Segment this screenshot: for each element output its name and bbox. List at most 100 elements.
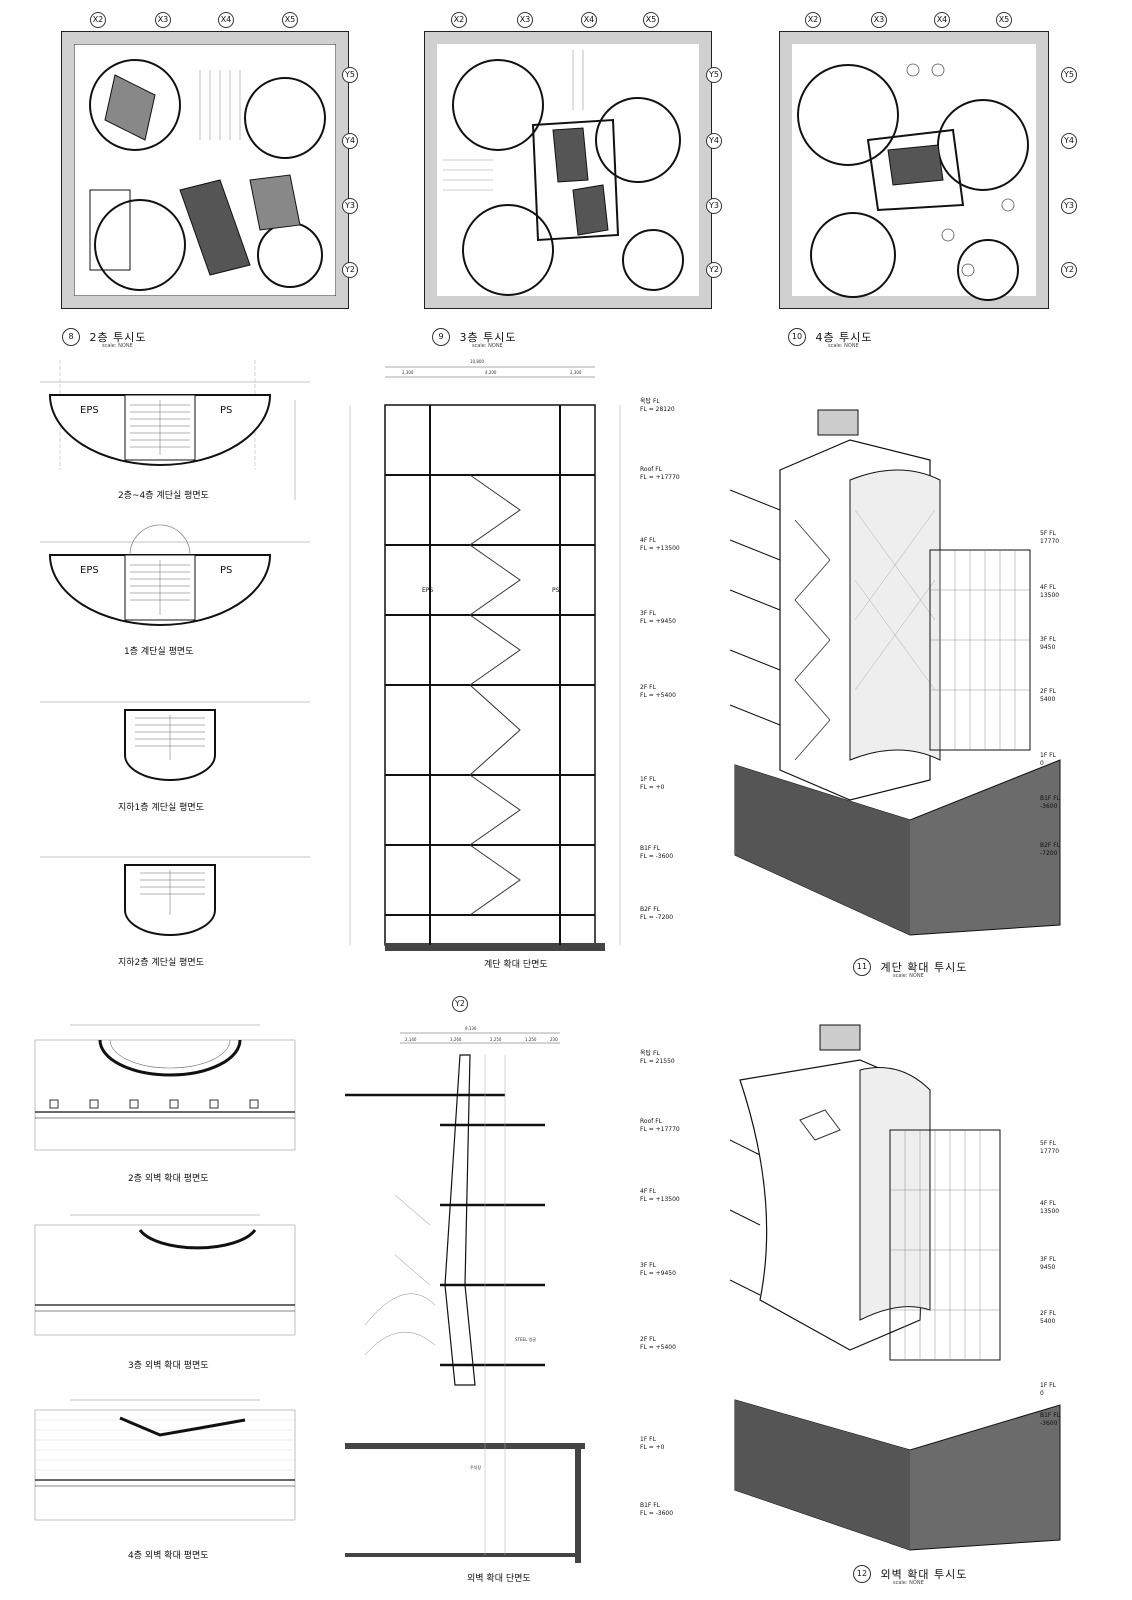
level-name: 옥탑 FL (640, 1050, 660, 1057)
level-value: FL = -3600 (640, 853, 674, 860)
level-value: FL = +13500 (640, 1196, 680, 1203)
room-label-eps: EPS (80, 405, 99, 416)
grid-y5-label: Y5 (706, 67, 722, 83)
caption-wall-axonometric: 12 외벽 확대 투시도 scale: NONE (853, 1565, 967, 1586)
level-value: 17770 (1040, 1148, 1060, 1155)
level-name: 옥탑 FL (640, 398, 660, 405)
grid-x3-label: X3 (155, 12, 171, 28)
grid-x2-label: X2 (451, 12, 467, 28)
grid-y2-label: Y2 (452, 996, 468, 1012)
drawing-number: 10 (788, 328, 806, 346)
wall-plan-2f-drawing (34, 1024, 296, 1151)
level-value: 9450 (1040, 1264, 1056, 1271)
level-name: 3F FL (1040, 636, 1056, 643)
level-value: -3600 (1040, 1420, 1058, 1427)
wall-plan-2f (30, 1000, 320, 1160)
level-name: 2F FL (1040, 1310, 1056, 1317)
drawing-title: 4층 투시도 (815, 331, 873, 344)
floor-plan-3f-drawing (424, 31, 712, 309)
grid-y4-label: Y4 (1061, 133, 1077, 149)
grid-x5-label: X5 (996, 12, 1012, 28)
level-value: FL = +0 (640, 784, 665, 791)
grid-x2-label: X2 (90, 12, 106, 28)
level-name: 1F FL (640, 776, 656, 783)
dimension-total: 9,130 (465, 1026, 477, 1031)
level-name: B2F FL (640, 906, 661, 913)
stair-plan-b2-title: 지하2층 계단실 평면도 (118, 958, 204, 968)
level-name: 1F FL (1040, 752, 1056, 759)
level-name: 4F FL (1040, 1200, 1056, 1207)
level-value: FL = 21550 (640, 1058, 675, 1065)
level-name: B1F FL (1040, 795, 1061, 802)
parking-label: 주차장 (470, 1465, 482, 1470)
level-value: 5400 (1040, 1318, 1056, 1325)
grid-y3-label: Y3 (1061, 198, 1077, 214)
stair-plan-1f-drawing (40, 524, 310, 626)
level-name: 4F FL (640, 537, 656, 544)
wall-plan-4f-title: 4층 외벽 확대 평면도 (128, 1551, 209, 1561)
level-value: 5400 (1040, 696, 1056, 703)
floor-plan-4f-drawing (779, 31, 1049, 309)
wall-section-title: 외벽 확대 단면도 (467, 1574, 531, 1584)
stair-axonometric-drawing (729, 409, 1061, 936)
grid-x3-label: X3 (871, 12, 887, 28)
stair-section-title: 계단 확대 단면도 (484, 960, 548, 970)
level-value: FL = +9450 (640, 1270, 676, 1277)
wall-plan-3f-title: 3층 외벽 확대 평면도 (128, 1361, 209, 1371)
stair-section-drawing (349, 366, 621, 951)
drawing-scale: scale: NONE (893, 973, 924, 979)
level-name: 3F FL (640, 610, 656, 617)
level-value: 0 (1040, 760, 1044, 767)
drawing-number: 12 (853, 1565, 871, 1583)
room-label-eps: EPS (80, 565, 99, 576)
grid-x4-label: X4 (934, 12, 950, 28)
drawing-number: 9 (432, 328, 450, 346)
level-tag: B1F FL-3600 (1040, 795, 1060, 811)
level-name: B2F FL (1040, 842, 1061, 849)
dimension-total: 10,800 (470, 359, 484, 364)
grid-y2-label: Y2 (342, 262, 358, 278)
level-value: FL = +17770 (640, 1126, 680, 1133)
floor-plan-3f (423, 30, 713, 310)
level-value: FL = +5400 (640, 692, 676, 699)
level-tag: B1F FL-3600 (1040, 1412, 1060, 1428)
stair-plan-1f-title: 1층 계단실 평면도 (124, 647, 194, 657)
dimension-segment: 230 (550, 1037, 558, 1042)
level-name: 3F FL (1040, 1256, 1056, 1263)
level-name: 5F FL (1040, 530, 1056, 537)
grid-x4-label: X4 (218, 12, 234, 28)
caption-4f-perspective: 10 4층 투시도 scale: NONE (788, 328, 873, 349)
wall-plan-3f (30, 1190, 320, 1350)
steel-angle-note: STEEL 앵글 (515, 1337, 536, 1342)
grid-y5-label: Y5 (1061, 67, 1077, 83)
level-name: 1F FL (640, 1436, 656, 1443)
dimension-segment: 2,140 (405, 1037, 417, 1042)
room-label-ps: PS (220, 565, 233, 576)
level-value: -3600 (1040, 803, 1058, 810)
dimension-segment: 1,250 (525, 1037, 537, 1042)
drawing-scale: scale: NONE (472, 343, 503, 349)
stair-plan-1f: EPS PS (30, 520, 320, 650)
stair-plan-b2 (30, 835, 320, 945)
level-name: B1F FL (640, 845, 661, 852)
drawing-scale: scale: NONE (893, 1580, 924, 1586)
wall-axonometric-drawing (729, 1024, 1061, 1551)
level-value: FL = +5400 (640, 1344, 676, 1351)
level-name: 3F FL (640, 1262, 656, 1269)
drawing-title: 계단 확대 투시도 (880, 961, 968, 974)
dimension-segment: 3,260 (450, 1037, 462, 1042)
grid-x4-label: X4 (581, 12, 597, 28)
floor-plan-4f (778, 30, 1050, 310)
